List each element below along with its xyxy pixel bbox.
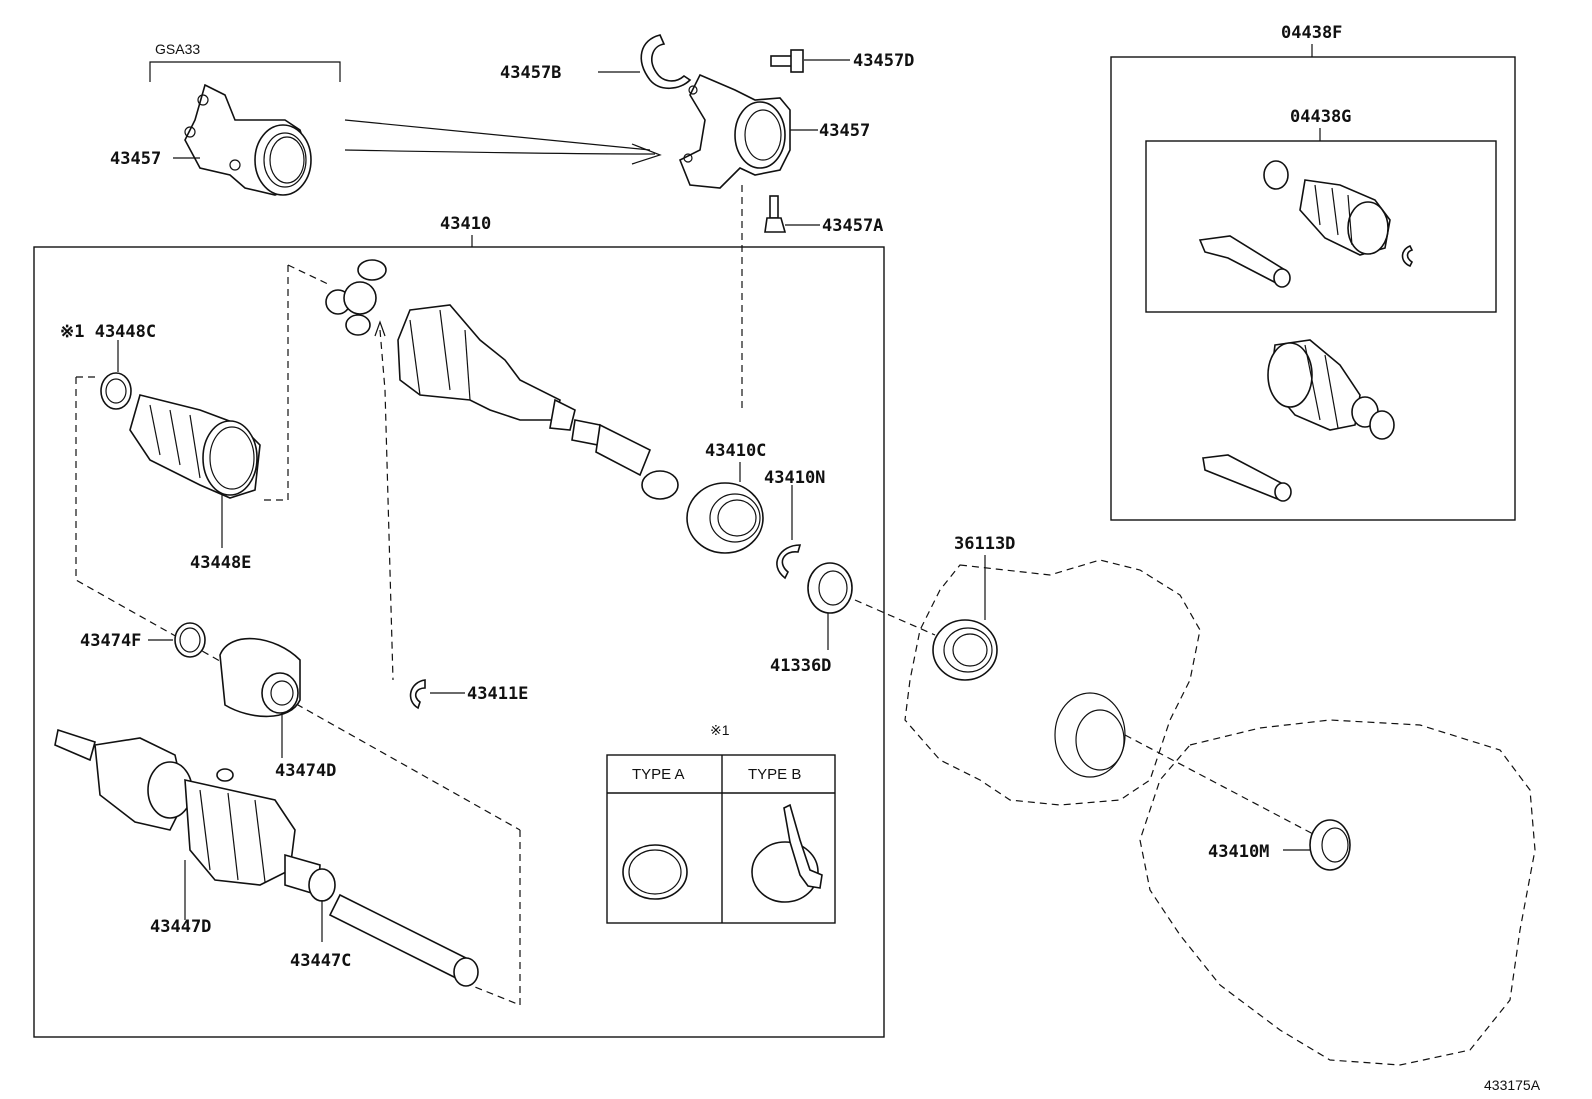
part-label-43457-right: 43457 (819, 121, 870, 141)
variant-label: GSA33 (155, 41, 200, 57)
part-label-04438G: 04438G (1290, 107, 1351, 127)
part-label-43448E: 43448E (190, 553, 251, 573)
part-label-43410: 43410 (440, 214, 491, 234)
part-label-43410M: 43410M (1208, 842, 1269, 862)
part-label-43457-left: 43457 (110, 149, 161, 169)
part-label-43411E: 43411E (467, 684, 528, 704)
bracket-43457-assembly: 43457B 43457D 43457 43457A (500, 34, 914, 410)
part-label-43457B: 43457B (500, 63, 561, 83)
part-label-43447C: 43447C (290, 951, 351, 971)
part-label-43457A: 43457A (822, 216, 883, 236)
part-label-43474F: 43474F (80, 631, 141, 651)
type-b-label: TYPE B (748, 766, 801, 783)
part-label-43410N: 43410N (764, 468, 825, 488)
part-label-43448C: ※1 43448C (60, 322, 156, 342)
part-label-43410C: 43410C (705, 441, 766, 461)
part-label-43447D: 43447D (150, 917, 211, 937)
part-label-43474D: 43474D (275, 761, 336, 781)
part-label-36113D: 36113D (954, 534, 1015, 554)
type-a-label: TYPE A (632, 766, 685, 783)
driveshaft-assembly-43410: 43410 ※1 43448C 43448E (33, 214, 885, 1038)
figure-code: 433175A (1484, 1077, 1541, 1093)
transaxle-case: 36113D (854, 534, 1316, 836)
note-mark: ※1 (710, 722, 730, 738)
boot-kit-04438F: 04438F 04438G (1110, 23, 1516, 521)
bracket-43457-gsa33: GSA33 43457 (110, 41, 662, 196)
part-label-43457D: 43457D (853, 51, 914, 71)
transmission-outline: 43410M (1139, 719, 1536, 1066)
part-label-41336D: 41336D (770, 656, 831, 676)
part-label-04438F: 04438F (1281, 23, 1342, 43)
